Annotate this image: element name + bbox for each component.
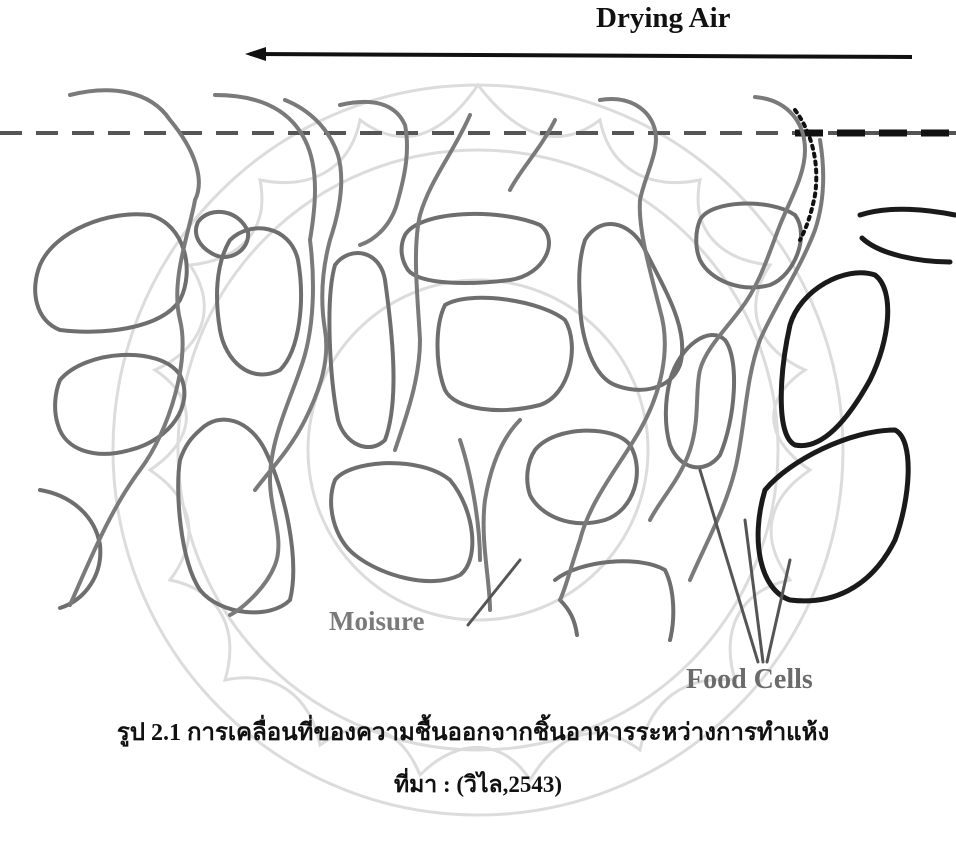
watermark-seal: [113, 85, 843, 815]
food-cells-label: Food Cells: [686, 664, 813, 696]
food-cell: [438, 298, 572, 410]
food-cell: [217, 228, 301, 374]
food-cell: [35, 214, 187, 331]
food-cell-edge: [860, 209, 955, 215]
drying-air-arrow: [245, 47, 912, 61]
figure-title: การเคลื่อนที่ของความชื้นออกจากชิ้นอาหารร…: [187, 720, 829, 746]
food-cell-edge: [862, 238, 950, 262]
food-cell: [758, 430, 908, 601]
figure-number: รูป 2.1: [117, 720, 181, 746]
food-cells-dark: [758, 209, 955, 601]
drying-air-label: Drying Air: [596, 2, 731, 35]
food-cell: [402, 214, 549, 283]
food-cells-pointer-line: [700, 470, 758, 662]
food-cell: [40, 490, 100, 608]
figure-source: ที่มา : (วิไล,2543): [0, 767, 956, 803]
food-cell: [527, 431, 637, 524]
moisture-path: [690, 140, 823, 580]
food-cell: [666, 335, 734, 467]
food-cell: [560, 600, 577, 635]
food-cell: [555, 561, 673, 640]
moisture-label: Moisure: [329, 606, 425, 637]
food-cell: [55, 355, 184, 454]
food-cell: [579, 224, 682, 390]
moisture-path: [340, 102, 407, 245]
food-cell: [781, 273, 887, 446]
